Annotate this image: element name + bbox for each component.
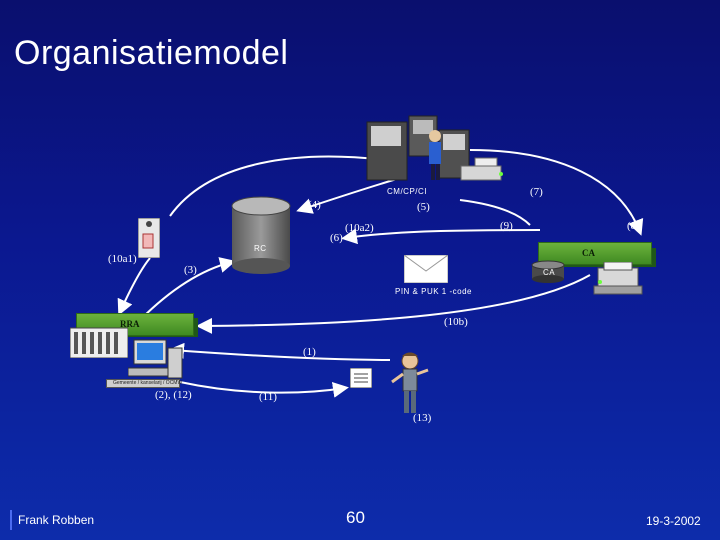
ca-bar-label: CA bbox=[582, 248, 595, 258]
terminal-caption-box: Gemeente / kanselarij / OCMW bbox=[106, 379, 183, 388]
arrow-10a1 bbox=[117, 257, 151, 316]
building-icon bbox=[70, 327, 128, 358]
ca-bar bbox=[538, 242, 652, 265]
ca-disk-icon bbox=[531, 260, 565, 283]
rra-bar-label: RRA bbox=[120, 319, 140, 329]
ca-disk-label: CA bbox=[543, 268, 556, 277]
envelope-icon bbox=[404, 255, 448, 283]
arrow-4 bbox=[169, 150, 389, 217]
footer-rule bbox=[10, 510, 12, 530]
step-2-12-label: (2), (12) bbox=[155, 389, 192, 401]
pin-puk-label: PIN & PUK 1 -code bbox=[395, 287, 472, 296]
arrow-5 bbox=[296, 177, 401, 214]
step-1-label: (1) bbox=[303, 346, 316, 358]
footer-date: 19-3-2002 bbox=[646, 514, 701, 528]
step-9-label: (9) bbox=[500, 220, 513, 232]
arrow-11 bbox=[179, 381, 349, 398]
terminal-icon bbox=[128, 339, 183, 379]
step-3-label: (3) bbox=[184, 264, 197, 276]
footer-author: Frank Robben bbox=[18, 513, 95, 527]
step-5-label: (5) bbox=[417, 201, 430, 213]
arrow-7 bbox=[459, 199, 531, 226]
step-8-label: (8) bbox=[627, 220, 640, 232]
rc-database-icon bbox=[231, 196, 291, 274]
cm-workstation-icon bbox=[366, 115, 503, 181]
arrow-1 bbox=[168, 342, 391, 361]
cm-cp-ci-label: CM/CP/CI bbox=[387, 187, 427, 196]
card-reader-icon bbox=[138, 218, 160, 258]
page-number: 60 bbox=[346, 508, 365, 527]
step-6-label: (6) bbox=[330, 232, 343, 244]
slide-title: Organisatiemodel bbox=[14, 34, 289, 72]
printer-icon bbox=[593, 262, 643, 295]
arrow-10b bbox=[196, 274, 591, 334]
step-10a2-label: (10a2) bbox=[345, 222, 374, 234]
step-4-label: (4) bbox=[308, 199, 321, 211]
step-11-label: (11) bbox=[259, 391, 277, 403]
rc-label: RC bbox=[254, 244, 267, 253]
step-7-label: (7) bbox=[530, 186, 543, 198]
arrow-9 bbox=[341, 228, 541, 245]
step-10a1-label: (10a1) bbox=[108, 253, 137, 265]
arrow-3 bbox=[139, 257, 236, 321]
terminal-caption: Gemeente / kanselarij / OCMW bbox=[113, 380, 183, 386]
step-13-label: (13) bbox=[413, 412, 432, 424]
step-10b-label: (10b) bbox=[444, 316, 468, 328]
citizen-icon bbox=[391, 352, 429, 413]
card-icon bbox=[350, 368, 372, 388]
arrow-8 bbox=[469, 149, 644, 236]
